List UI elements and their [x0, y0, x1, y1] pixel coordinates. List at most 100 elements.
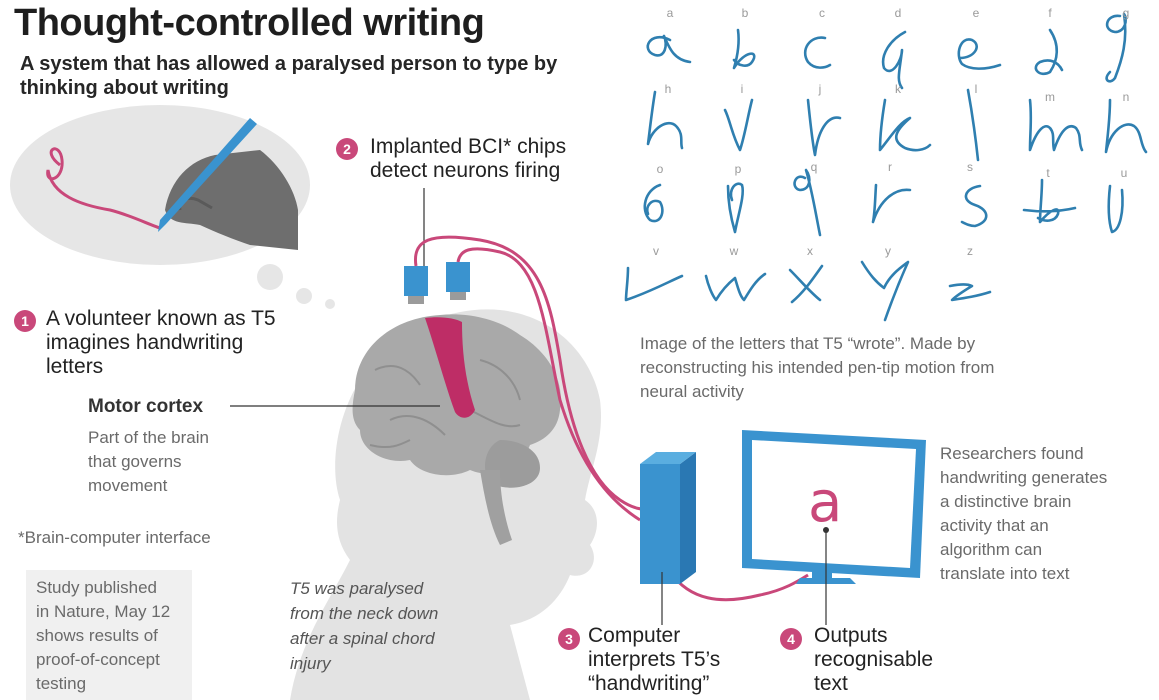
- letter-label: c: [819, 6, 825, 20]
- brain-fold-2: [389, 415, 446, 436]
- brain-fold-5: [369, 439, 411, 449]
- step-3-text: Computer interprets T5’s “handwriting”: [588, 624, 758, 696]
- page-title: Thought-controlled writing: [14, 2, 485, 44]
- letter-label: w: [729, 244, 739, 258]
- step-line: Implanted BCI* chips: [370, 135, 567, 158]
- glyph-m: [1028, 98, 1084, 152]
- description-line: Part of the brain: [88, 428, 209, 447]
- step-1-badge: 1: [14, 310, 36, 332]
- note-line: a distinctive brain: [940, 492, 1072, 511]
- monitor-screen: [752, 440, 916, 568]
- step-line: interprets T5’s: [588, 648, 721, 671]
- caption-line: Image of the letters that T5 “wrote”. Ma…: [640, 334, 976, 353]
- brain-fold-3: [479, 359, 521, 401]
- computer-tower-side: [680, 452, 696, 584]
- study-line: proof-of-concept: [36, 650, 160, 669]
- study-line: Study published: [36, 578, 157, 597]
- letter-label: s: [967, 160, 973, 174]
- output-pointer-dot: [823, 527, 829, 533]
- brain-fold-4: [469, 409, 521, 428]
- letter-label: d: [894, 6, 902, 20]
- glyph-u: [1107, 184, 1124, 234]
- thought-bubble-dot-small: [325, 299, 335, 309]
- motor-cortex-label: Motor cortex: [88, 396, 204, 417]
- note-line: handwriting generates: [940, 468, 1108, 487]
- letter-label: e: [972, 6, 980, 20]
- letter-label: k: [895, 82, 901, 96]
- glyph-f: [1034, 28, 1064, 76]
- glyph-c: [803, 36, 832, 69]
- letter-label: j: [818, 82, 822, 96]
- note-line: algorithm can: [940, 540, 1043, 559]
- letter-label: p: [734, 162, 742, 176]
- study-box: [26, 570, 192, 700]
- glyph-v: [624, 266, 684, 302]
- study-text: Study published in Nature, May 12 shows …: [36, 576, 196, 696]
- step-line: A volunteer known as T5: [46, 307, 276, 330]
- glyph-a: [646, 34, 692, 64]
- step-4-badge: 4: [780, 628, 802, 650]
- note-line: injury: [290, 654, 331, 673]
- letter-label: o: [656, 162, 664, 176]
- cable-left: [413, 235, 649, 511]
- glyph-y: [860, 260, 910, 322]
- glyph-q: [793, 168, 822, 237]
- letter-label: z: [967, 244, 973, 258]
- bci-chip-right: [446, 262, 470, 300]
- description-line: that governs: [88, 452, 182, 471]
- letter-label: x: [807, 244, 813, 258]
- glyph-z: [948, 283, 992, 302]
- glyph-k: [878, 98, 932, 152]
- study-line: shows results of: [36, 626, 158, 645]
- letter-label: u: [1120, 166, 1128, 180]
- cable-computer-monitor: [668, 571, 809, 602]
- letter-label: q: [810, 160, 818, 174]
- letter-label: a: [666, 6, 674, 20]
- paralysed-note: T5 was paralysed from the neck down afte…: [290, 576, 490, 676]
- letter-label: l: [974, 82, 978, 96]
- glyph-n: [1104, 98, 1148, 154]
- glyph-d: [881, 30, 907, 90]
- glyph-j: [806, 98, 842, 157]
- glyph-b: [732, 28, 756, 70]
- thought-bubble-dot-medium: [296, 288, 312, 304]
- glyph-i: [723, 98, 754, 152]
- step-3-badge: 3: [558, 628, 580, 650]
- brain-stem: [480, 470, 512, 545]
- description-line: movement: [88, 476, 168, 495]
- step-line: recognisable: [814, 648, 934, 671]
- letter-label: i: [740, 82, 744, 96]
- step-1-text: A volunteer known as T5 imagines handwri…: [46, 307, 326, 379]
- pen-shape: [158, 118, 257, 232]
- page-subtitle: A system that has allowed a paralysed pe…: [20, 53, 558, 99]
- note-line: after a spinal chord: [290, 629, 435, 648]
- screen-output-letter: a: [808, 470, 843, 535]
- letter-label: r: [888, 160, 892, 174]
- step-line: detect neurons firing: [370, 159, 561, 182]
- note-line: translate into text: [940, 564, 1070, 583]
- motor-cortex-description: Part of the brain that governs movement: [88, 426, 248, 498]
- note-line: Researchers found: [940, 444, 1084, 463]
- glyph-g: [1105, 12, 1127, 83]
- step-line: Outputs: [814, 624, 888, 647]
- note-line: T5 was paralysed: [290, 579, 424, 598]
- study-line: in Nature, May 12: [36, 602, 171, 621]
- footnote: *Brain-computer interface: [18, 528, 211, 547]
- glyph-x: [788, 264, 824, 304]
- study-line: testing: [36, 674, 87, 693]
- caption-line: neural activity: [640, 382, 744, 401]
- hand-shape: [165, 150, 298, 250]
- glyph-p: [726, 182, 744, 234]
- step-2-text: Implanted BCI* chips detect neurons firi…: [370, 135, 610, 183]
- glyph-s: [960, 184, 988, 228]
- computer-tower-top: [640, 452, 696, 464]
- letter-label: n: [1122, 90, 1130, 104]
- note-line: from the neck down: [290, 604, 439, 623]
- letter-label: v: [653, 244, 659, 258]
- letter-label: b: [741, 6, 749, 20]
- note-line: activity that an: [940, 516, 1049, 535]
- researchers-note: Researchers found handwriting generates …: [940, 442, 1152, 586]
- glyph-o: [643, 183, 664, 223]
- letter-label: h: [664, 82, 672, 96]
